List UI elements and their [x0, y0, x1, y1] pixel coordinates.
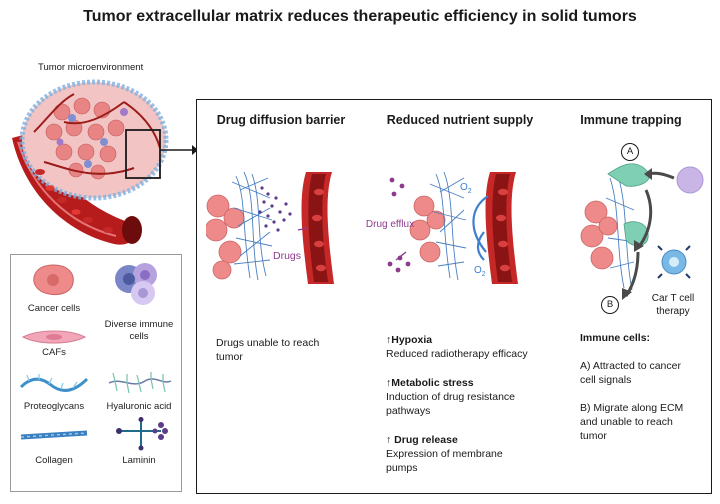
legend-label-immune-cells: Diverse immune cells — [104, 319, 174, 342]
caf-icon — [21, 330, 87, 344]
hypoxia-block: ↑Hypoxia Reduced radiotherapy efficacy — [386, 333, 546, 361]
drug-particles — [258, 186, 292, 232]
immune-cells-purple — [56, 108, 128, 146]
immune-cell-attracted — [607, 163, 650, 187]
cancer-cell-cluster — [206, 194, 245, 280]
o2-label-top: O2 — [460, 182, 472, 195]
figure-title: Tumor extracellular matrix reduces thera… — [83, 8, 637, 25]
metabolic-text: Induction of drug resistance pathways — [386, 391, 515, 417]
legend-label-collagen: Collagen — [35, 455, 73, 466]
legend-label-laminin: Laminin — [122, 455, 156, 466]
vessel-rbc-2 — [496, 188, 510, 272]
tumor-ecm-rim — [19, 79, 169, 201]
car-t-receptors — [657, 245, 691, 279]
marker-b: B — [601, 296, 619, 314]
immune-cells-icon — [115, 263, 157, 305]
proteoglycan-icon — [19, 374, 89, 392]
cancer-cell-icon — [33, 264, 74, 296]
legend-label-cafs: CAFs — [42, 347, 66, 358]
marker-a: A — [621, 143, 639, 161]
red-blood-cells — [35, 169, 113, 233]
panel-title-drug-diffusion: Drug diffusion barrier — [216, 113, 346, 127]
drug-release-text: Expression of membrane pumps — [386, 448, 503, 474]
drug-diffusion-illustration — [206, 171, 334, 284]
red-blood-cells-light — [45, 185, 81, 215]
o2-arrow-up — [472, 195, 489, 253]
capillary-branches — [33, 93, 161, 175]
metabolic-title: ↑Metabolic stress — [386, 377, 474, 389]
metabolic-block: ↑Metabolic stress Induction of drug resi… — [386, 376, 536, 418]
drug-efflux-label: Drug efflux — [365, 219, 415, 230]
vessel-lumen — [308, 174, 328, 282]
vessel-opening — [122, 216, 142, 244]
tumor-microenvironment-illustration — [12, 79, 169, 245]
drug-diffusion-caption: Drugs unable to reach tumor — [216, 337, 320, 363]
efflux-dots-bottom — [387, 255, 411, 273]
immune-cells-heading: Immune cells: — [580, 332, 651, 344]
immune-point-b: B) Migrate along ECM and unable to reach… — [580, 402, 684, 442]
arrow-a-head — [644, 168, 652, 180]
ecm-mesh — [231, 171, 273, 281]
o2-arrow-down — [476, 231, 485, 261]
legend-label-cancer-cells: Cancer cells — [27, 303, 81, 314]
vessel-rbc — [312, 188, 326, 272]
efflux-dots-top — [389, 177, 405, 197]
panel-title-immune: Immune trapping — [580, 113, 682, 127]
vessel-lumen-2 — [492, 174, 512, 282]
zoom-arrow — [160, 145, 198, 155]
hypoxia-text: Reduced radiotherapy efficacy — [386, 348, 528, 360]
car-t-nucleus — [669, 257, 679, 267]
panel-title-nutrient: Reduced nutrient supply — [386, 113, 534, 127]
immune-point-a: A) Attracted to cancer cell signals — [580, 360, 681, 386]
drug-release-block: ↑ Drug release Expression of membrane pu… — [386, 433, 536, 475]
hyaluronic-acid-icon — [108, 372, 172, 394]
legend-panel: Cancer cells Diverse immune cells CAFs P… — [10, 254, 182, 492]
arrow-curve — [636, 189, 653, 249]
arrow-b-head — [622, 288, 632, 300]
hypoxia-title: ↑Hypoxia — [386, 334, 433, 346]
tme-label: Tumor microenvironment — [38, 62, 144, 73]
cancer-cell-cluster-3 — [580, 200, 618, 270]
arrow-curve-head — [634, 240, 644, 252]
immune-cell-incoming — [676, 166, 704, 194]
drugs-label: Drugs — [273, 250, 302, 262]
drug-arrow — [297, 227, 309, 231]
immune-cells-in-tumor — [68, 114, 108, 168]
cancer-cell-cluster-2 — [409, 195, 446, 263]
nutrient-supply-illustration — [387, 171, 518, 284]
legend-label-proteoglycans: Proteoglycans — [23, 401, 85, 412]
legend-label-hyaluronic-acid: Hyaluronic acid — [106, 401, 172, 412]
laminin-icon — [116, 417, 168, 451]
o2-label-bottom: O2 — [474, 265, 486, 278]
ecm-mesh-2 — [429, 171, 467, 281]
collagen-icon — [20, 430, 88, 440]
efflux-arrow — [395, 251, 407, 261]
zoom-box — [125, 129, 161, 179]
car-t-label: Car T cell therapy — [651, 293, 695, 317]
immune-trapping-illustration — [580, 163, 704, 300]
drug-release-title: ↑ Drug release — [386, 434, 458, 446]
